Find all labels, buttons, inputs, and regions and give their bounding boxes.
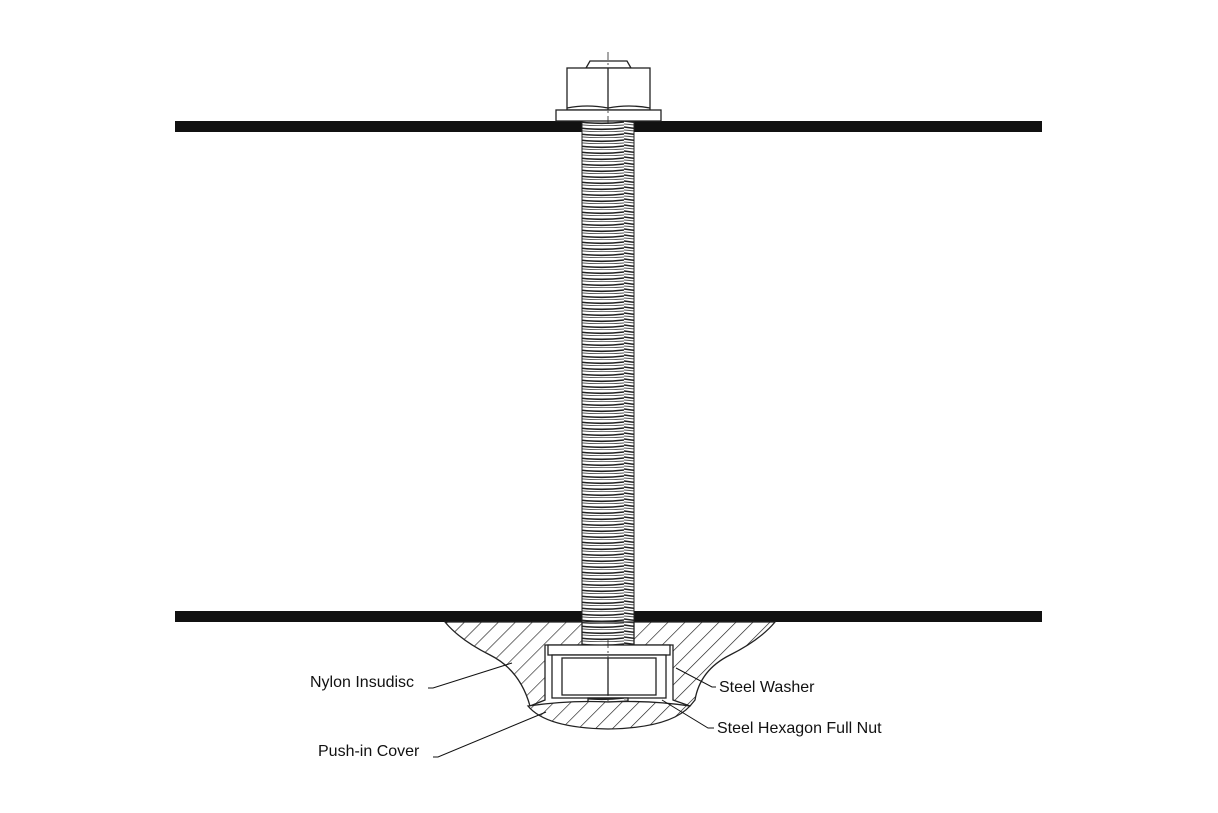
label-nylon-insudisc: Nylon Insudisc <box>310 674 414 691</box>
label-push-in-cover: Push-in Cover <box>318 743 420 760</box>
top-washer <box>555 109 662 122</box>
label-steel-hexagon-full-nut: Steel Hexagon Full Nut <box>717 720 882 737</box>
label-steel-washer: Steel Washer <box>719 679 815 696</box>
top-nut-assembly <box>555 52 662 125</box>
nylon-insudisc <box>443 621 777 707</box>
steel-hexagon-nut-shape <box>551 640 667 715</box>
threaded-rod <box>581 117 635 649</box>
leader-lines <box>428 662 716 758</box>
push-in-cover <box>526 700 692 730</box>
steel-washer-shape <box>547 644 671 656</box>
